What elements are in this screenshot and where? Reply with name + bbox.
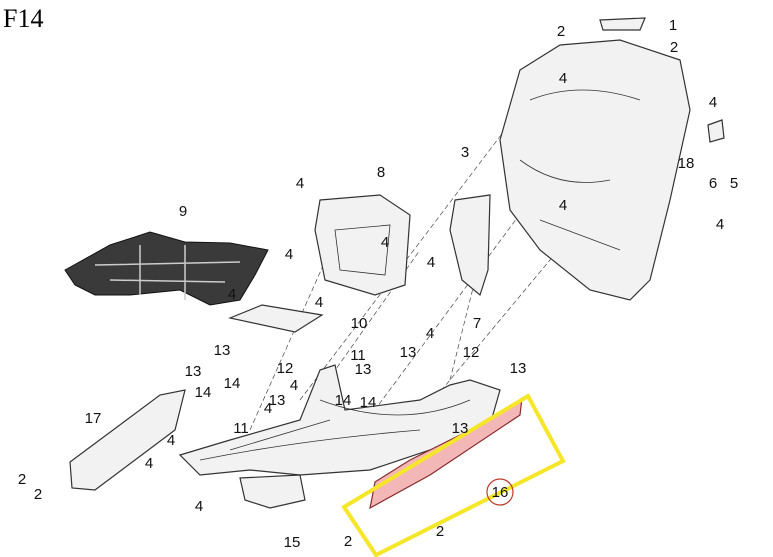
callout-4: 4 — [290, 377, 298, 394]
callout-14: 14 — [195, 384, 212, 401]
callout-4: 4 — [709, 94, 717, 111]
callout-13: 13 — [452, 420, 469, 437]
part-8-storage-box[interactable] — [314, 194, 411, 296]
callout-11: 11 — [233, 420, 249, 437]
callout-4: 4 — [315, 294, 323, 311]
part-9-floor-mat[interactable] — [64, 231, 269, 306]
callout-18: 18 — [678, 155, 695, 172]
callout-4: 4 — [145, 455, 153, 472]
callout-13: 13 — [510, 360, 527, 377]
callout-10: 10 — [351, 315, 368, 332]
callout-2: 2 — [344, 533, 352, 550]
part-17-side-strip[interactable] — [69, 389, 186, 491]
callout-2: 2 — [18, 471, 26, 488]
callout-13: 13 — [214, 342, 231, 359]
part-15-under-cover[interactable] — [239, 474, 306, 509]
callout-12: 12 — [463, 344, 480, 361]
callout-4: 4 — [167, 432, 175, 449]
callout-4: 4 — [381, 234, 389, 251]
part-11-floor-panel[interactable] — [178, 364, 501, 476]
callout-6: 6 — [709, 175, 717, 192]
callout-1: 1 — [669, 17, 677, 34]
callout-13: 13 — [185, 363, 202, 380]
part-1-cover[interactable] — [599, 17, 646, 31]
callout-16: 16 — [492, 484, 509, 501]
callout-8: 8 — [377, 164, 385, 181]
callout-9: 9 — [179, 203, 187, 220]
callout-4: 4 — [559, 70, 567, 87]
callout-14: 14 — [335, 392, 352, 409]
callout-4: 4 — [716, 216, 724, 233]
callout-11: 11 — [350, 347, 366, 364]
callout-13: 13 — [400, 344, 417, 361]
part-7-bracket[interactable] — [449, 194, 491, 297]
part-10-cover-plate[interactable] — [227, 304, 324, 333]
callout-4: 4 — [195, 498, 203, 515]
callout-3: 3 — [461, 144, 469, 161]
selection-highlight-box — [341, 393, 566, 557]
selected-callout-ring — [486, 478, 514, 506]
part-6-hook[interactable] — [707, 119, 725, 143]
callout-2: 2 — [34, 486, 42, 503]
callout-5: 5 — [730, 175, 738, 192]
callout-4: 4 — [559, 197, 567, 214]
callout-12: 12 — [277, 360, 294, 377]
diagram-title: F14 — [3, 4, 44, 33]
callout-15: 15 — [284, 534, 301, 551]
callout-4: 4 — [228, 286, 236, 303]
callout-4: 4 — [426, 325, 434, 342]
part-3-inner-front-panel[interactable] — [499, 39, 691, 301]
callout-2: 2 — [670, 39, 678, 56]
callout-2: 2 — [436, 523, 444, 540]
callout-13: 13 — [355, 361, 372, 378]
callout-4: 4 — [427, 254, 435, 271]
callout-4: 4 — [264, 400, 272, 417]
callout-2: 2 — [557, 23, 565, 40]
callout-14: 14 — [224, 375, 241, 392]
callout-4: 4 — [285, 246, 293, 263]
callout-13: 13 — [269, 392, 286, 409]
callout-4: 4 — [296, 175, 304, 192]
callout-14: 14 — [360, 394, 377, 411]
callout-7: 7 — [473, 315, 481, 332]
callout-17: 17 — [85, 410, 102, 427]
